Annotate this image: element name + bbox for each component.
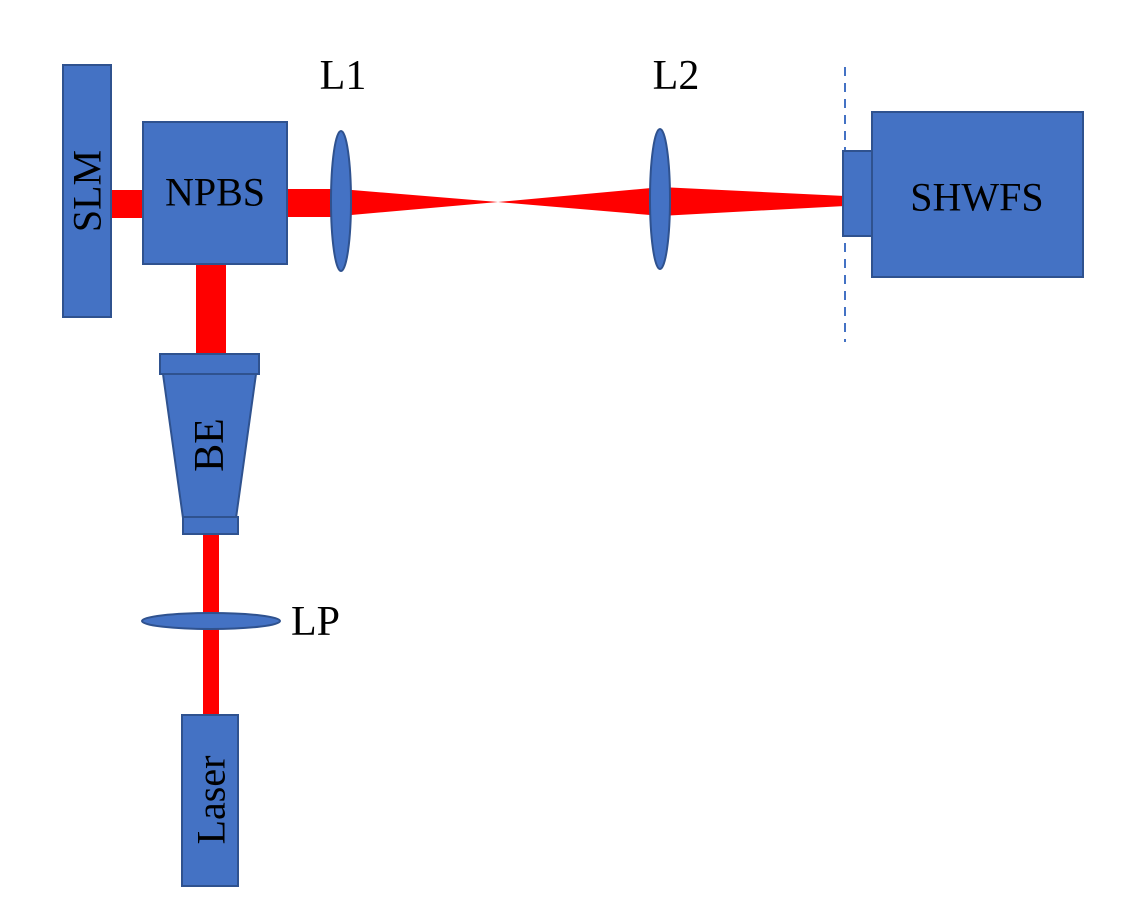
shwfs-front-lens-block [842,150,874,237]
be-top-flange [159,353,260,375]
beam-l1-to-focus [340,189,498,216]
slm-block [62,64,112,318]
l1-label: L1 [320,53,367,99]
lp-shape [141,612,281,630]
be-bottom-flange [182,516,239,535]
shwfs-component: SHWFS [842,111,1084,278]
beam-l2-to-shwfs [660,187,845,216]
laser-block [181,714,239,887]
laser-component: Laser [181,714,239,887]
be-label: BE [187,418,233,472]
l2-label: L2 [653,53,700,99]
shwfs-body-block [871,111,1084,278]
npbs-block [142,121,288,265]
lens-l1: L1 [320,53,367,272]
slm-label: SLM [65,150,110,232]
beam-expander-to-npbs [196,262,226,356]
npbs-component: NPBS [142,121,288,265]
laser-label: Laser [189,756,234,845]
shwfs-label: SHWFS [910,175,1043,220]
lens-l2-shape [649,128,671,270]
polarizer-component: LP [141,599,340,645]
lens-l2: L2 [649,53,700,270]
beam-focus-to-l2 [498,187,662,216]
beam-slm-to-npbs [110,190,144,218]
slm-component: SLM [62,64,112,318]
lp-label: LP [291,599,340,645]
beam-expander-component: BE [159,353,260,535]
npbs-label: NPBS [165,170,265,215]
lens-l1-shape [330,130,352,272]
